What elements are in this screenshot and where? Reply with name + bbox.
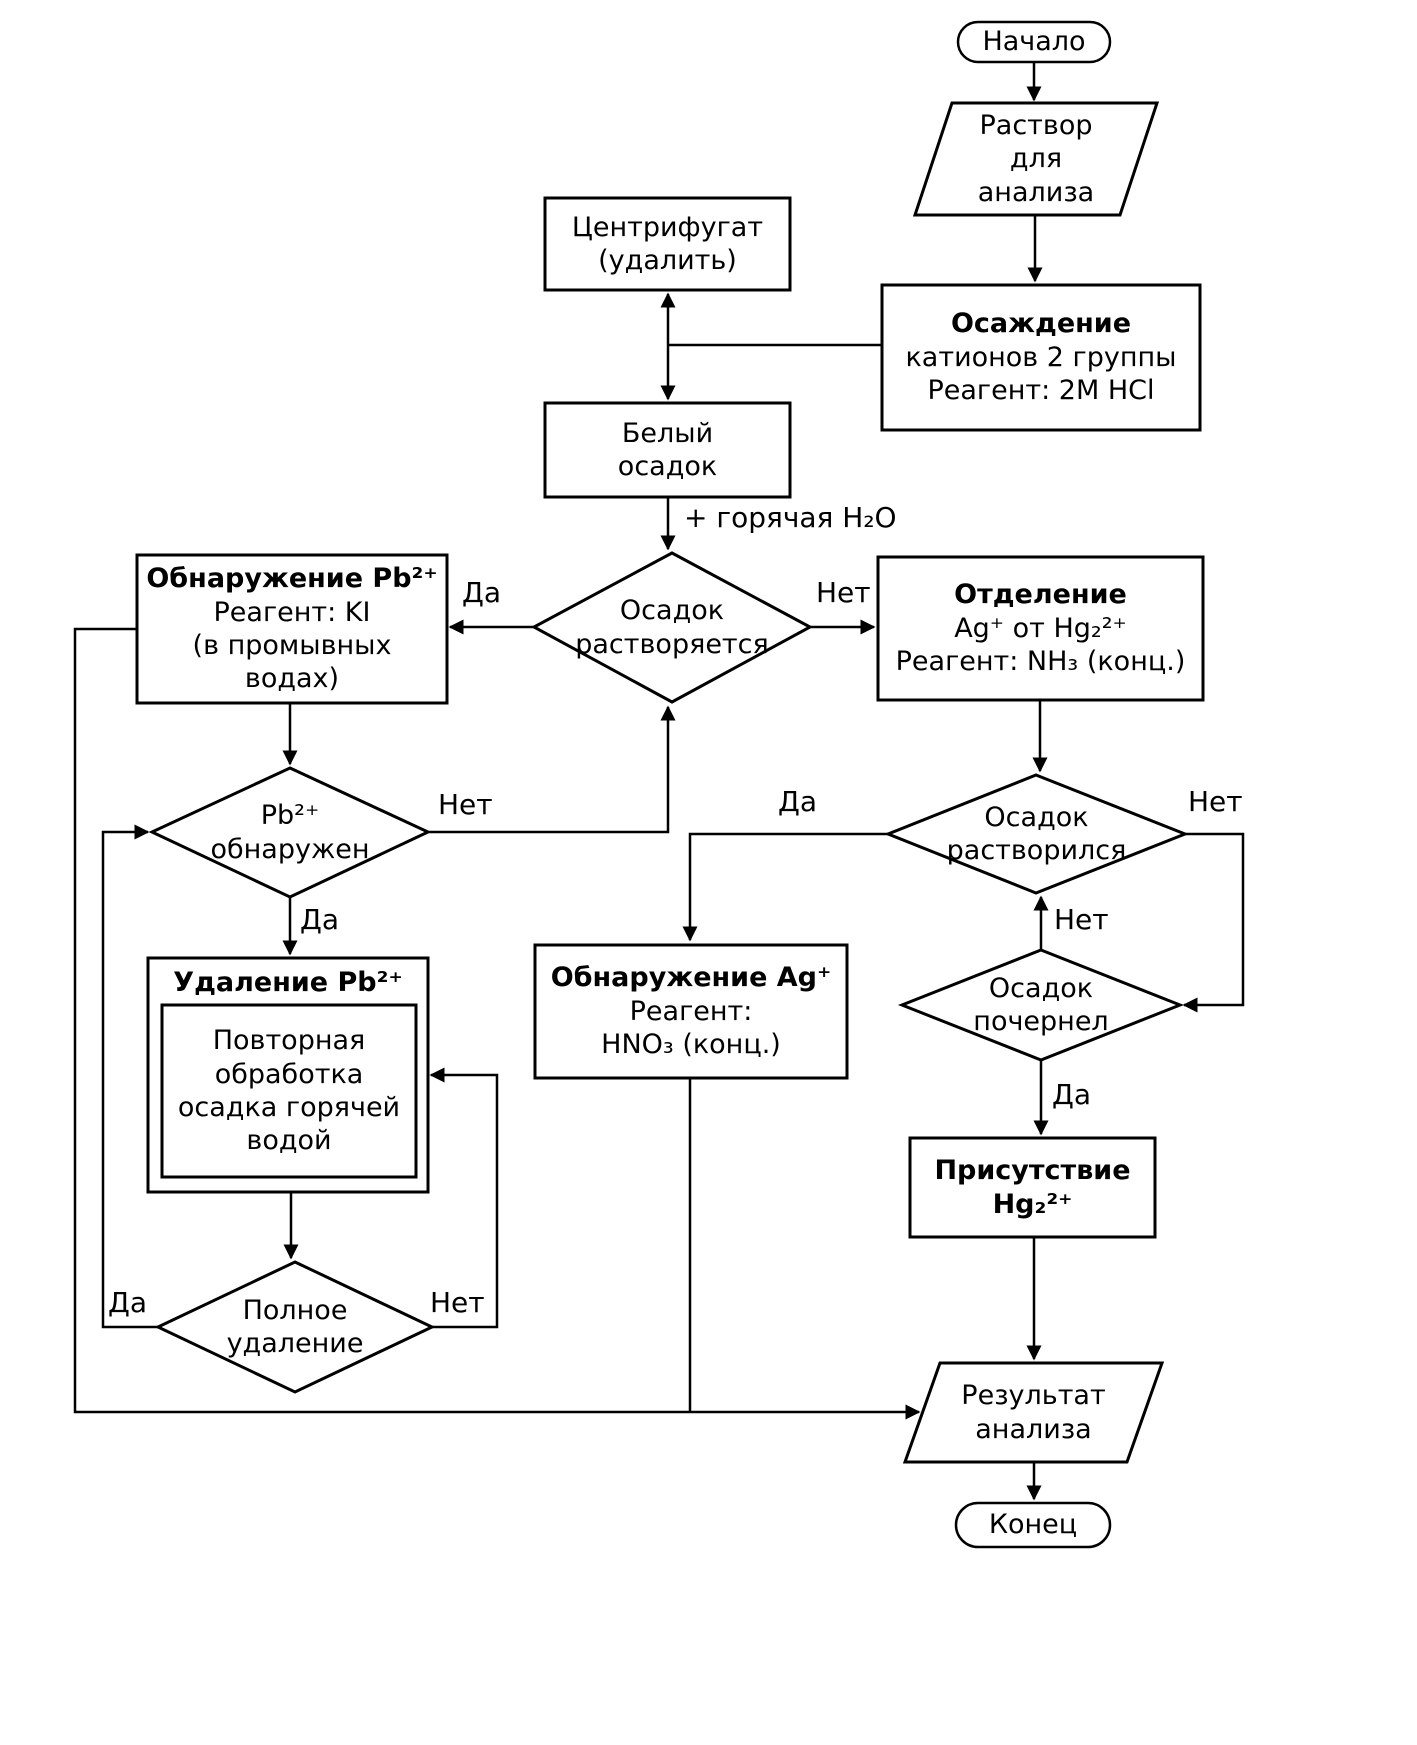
edge-pbfound-no bbox=[428, 705, 676, 834]
edge-label-blackened-no: Нет bbox=[1054, 903, 1109, 936]
pb-detection-title: Обнаружение Pb²⁺ bbox=[146, 563, 438, 595]
hg-presence-line: Присутствие bbox=[934, 1155, 1131, 1187]
pb-detection-line: Реагент: KI bbox=[213, 596, 371, 628]
ag-detection-title: Обнаружение Ag⁺ bbox=[550, 962, 832, 994]
node-solution: Раствор для анализа bbox=[915, 103, 1157, 215]
result-line: Результат bbox=[961, 1380, 1106, 1412]
edge-label-complete-yes: Да bbox=[108, 1286, 148, 1319]
edge-label-dissolved-yes: Да bbox=[778, 785, 818, 818]
node-centrifugate: Центрифугат (удалить) bbox=[545, 198, 790, 290]
dissolves-line: растворяется bbox=[575, 628, 769, 660]
separation-line: Ag⁺ от Hg₂²⁺ bbox=[954, 612, 1127, 644]
dissolves-line: Осадок bbox=[619, 595, 725, 627]
complete-removal-diamond-shape bbox=[154, 1260, 436, 1394]
edge-label-dissolved-no: Нет bbox=[1188, 785, 1243, 818]
separation-box-shape bbox=[876, 555, 1205, 702]
pb-removal-inner-line: водой bbox=[246, 1125, 332, 1157]
white-precipitate-box-shape bbox=[543, 401, 792, 499]
solution-io-shape bbox=[912, 101, 1160, 217]
pb-removal-inner-box-shape bbox=[160, 1003, 418, 1179]
edge-label-dissolves-yes: Да bbox=[462, 576, 502, 609]
blackened-line: почернел bbox=[973, 1006, 1109, 1037]
edge-complete-no bbox=[429, 1067, 499, 1329]
pb-removal-inner-line: Повторная bbox=[212, 1025, 366, 1057]
end-terminal-shape bbox=[954, 1501, 1112, 1549]
node-separation: Отделение Ag⁺ от Hg₂²⁺ Реагент: NH₃ (кон… bbox=[878, 557, 1203, 700]
node-start: Начало bbox=[958, 22, 1110, 62]
separation-title: Отделение bbox=[954, 579, 1127, 611]
pb-removal-inner-line: осадка горячей bbox=[177, 1092, 401, 1123]
edge-label-pb-found-yes: Да bbox=[300, 903, 340, 936]
dissolved-line: растворился bbox=[946, 835, 1127, 866]
result-line: анализа bbox=[975, 1413, 1092, 1445]
node-pb-removal-inner: Повторная обработка осадка горячей водой bbox=[162, 1005, 416, 1177]
node-complete-removal-decision: Полное удаление bbox=[158, 1262, 432, 1392]
edge-dissolved-no bbox=[1182, 832, 1245, 1013]
node-pb-found-decision: Pb²⁺ обнаружен bbox=[152, 768, 428, 897]
pb-detection-box-shape bbox=[135, 553, 449, 705]
centrifugate-box-shape bbox=[543, 196, 792, 292]
edge-dissolved-yes bbox=[682, 832, 888, 942]
dissolved-line: Осадок bbox=[984, 801, 1089, 833]
end-label: Конец bbox=[988, 1509, 1078, 1541]
pb-detection-line: (в промывных bbox=[192, 630, 392, 661]
edge-label-pb-found-no: Нет bbox=[438, 788, 493, 821]
hg-presence-box-shape bbox=[908, 1136, 1157, 1239]
centrifugate-line: Центрифугат bbox=[571, 211, 764, 243]
complete-removal-line: Полное bbox=[242, 1294, 348, 1326]
edge-label-dissolves-no: Нет bbox=[816, 576, 871, 609]
ag-detection-line: Реагент: bbox=[629, 995, 753, 1027]
precipitation-box-shape bbox=[880, 283, 1202, 432]
result-io-shape bbox=[902, 1361, 1165, 1464]
blackened-line: Осадок bbox=[988, 972, 1094, 1004]
complete-removal-line: удаление bbox=[226, 1328, 364, 1359]
dissolved-diamond-shape bbox=[883, 773, 1190, 895]
node-blackened-decision: Осадок почернел bbox=[902, 950, 1180, 1060]
edge-label-hot-water: + горячая H₂O bbox=[684, 501, 897, 534]
node-ag-detection: Обнаружение Ag⁺ Реагент: HNO₃ (конц.) bbox=[535, 945, 847, 1078]
solution-line: анализа bbox=[977, 176, 1095, 208]
node-pb-removal-title: Удаление Pb²⁺ bbox=[148, 962, 428, 1004]
edge-pbdetect-to-result bbox=[73, 627, 921, 1420]
pb-removal-title: Удаление Pb²⁺ bbox=[173, 967, 403, 999]
node-dissolved-decision: Осадок растворился bbox=[888, 775, 1185, 893]
ag-detection-line: HNO₃ (конц.) bbox=[601, 1029, 781, 1061]
precipitation-line: катионов 2 группы bbox=[905, 341, 1177, 373]
node-precipitation: Осаждение катионов 2 группы Реагент: 2M … bbox=[882, 285, 1200, 430]
node-pb-detection: Обнаружение Pb²⁺ Реагент: KI (в промывны… bbox=[137, 555, 447, 703]
dissolves-diamond-shape bbox=[530, 551, 814, 704]
start-label: Начало bbox=[982, 26, 1086, 58]
hg-presence-line: Hg₂²⁺ bbox=[992, 1188, 1073, 1220]
pb-detection-line: водах) bbox=[244, 663, 340, 695]
edge-complete-yes bbox=[101, 824, 158, 1329]
node-result: Результат анализа bbox=[905, 1363, 1162, 1462]
node-hg-presence: Присутствие Hg₂²⁺ bbox=[910, 1138, 1155, 1237]
pb-found-line: обнаружен bbox=[210, 833, 370, 865]
ag-detection-box-shape bbox=[533, 943, 849, 1080]
node-end: Конец bbox=[956, 1503, 1110, 1547]
pb-found-line: Pb²⁺ bbox=[260, 800, 320, 832]
white-precipitate-line: осадок bbox=[617, 451, 718, 482]
separation-line: Реагент: NH₃ (конц.) bbox=[895, 646, 1186, 678]
edge-label-blackened-yes: Да bbox=[1052, 1078, 1092, 1111]
solution-line: для bbox=[1009, 143, 1063, 175]
pb-removal-inner-line: обработка bbox=[214, 1058, 364, 1090]
node-white-precipitate: Белый осадок bbox=[545, 403, 790, 497]
edge-label-complete-no: Нет bbox=[430, 1286, 485, 1319]
white-precipitate-line: Белый bbox=[621, 417, 714, 449]
precipitation-line: Реагент: 2M HCl bbox=[927, 375, 1155, 407]
node-dissolves-decision: Осадок растворяется bbox=[534, 553, 810, 702]
solution-line: Раствор bbox=[979, 109, 1093, 141]
precipitation-title: Осаждение bbox=[950, 308, 1132, 340]
centrifugate-line: (удалить) bbox=[598, 245, 737, 276]
